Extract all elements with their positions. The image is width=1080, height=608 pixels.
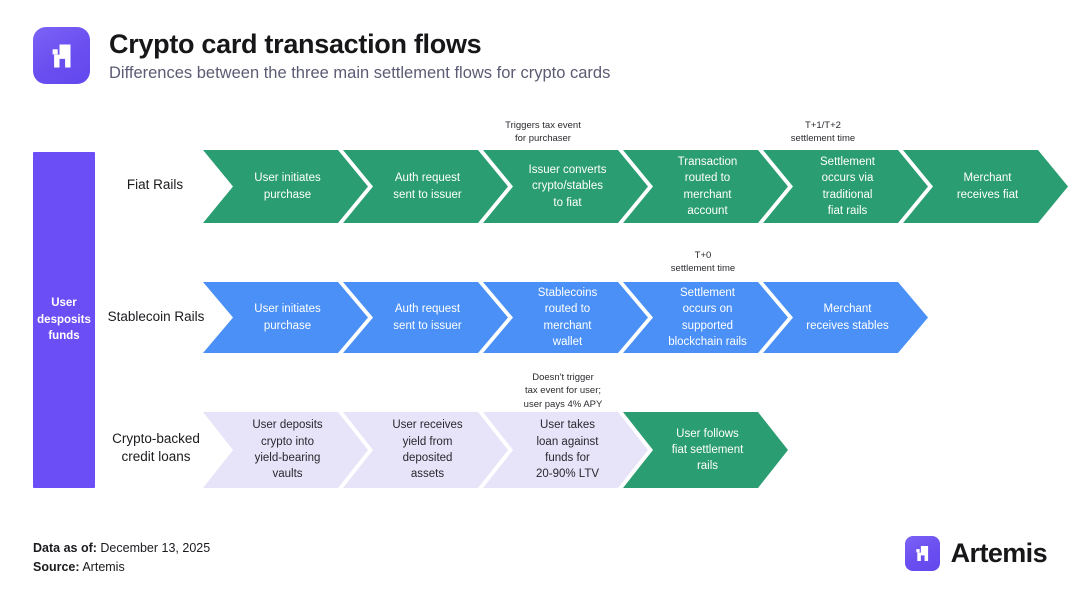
note-doesnt-trigger-tax-event: Doesn't trigger tax event for user; user…: [523, 372, 603, 410]
step-fiat-4[interactable]: Transaction routed to merchant account: [623, 150, 788, 223]
step-loan-2-label: User receives yield from deposited asset…: [392, 419, 463, 481]
step-fiat-6-label: Merchant receives fiat: [956, 172, 1019, 201]
step-stablecoin-3-label: Stablecoins routed to merchant wallet: [537, 286, 598, 348]
step-fiat-3-label: Issuer converts crypto/stables to fiat: [528, 164, 607, 209]
step-stablecoin-1-label: User initiates purchase: [254, 303, 321, 332]
step-fiat-2-label: Auth request sent to issuer: [393, 172, 462, 201]
row-label-fiat-rails: Fiat Rails: [126, 177, 184, 192]
step-loan-4-label: User follows fiat settlement rails: [671, 427, 744, 473]
user-deposits-funds-bar: User desposits funds: [33, 152, 95, 488]
step-stablecoin-1[interactable]: User initiates purchase: [203, 282, 368, 353]
footer-source-value: Artemis: [82, 560, 125, 575]
step-stablecoin-5-label: Merchant receives stables: [806, 303, 889, 332]
step-fiat-5-label: Settlement occurs via traditional fiat r…: [820, 155, 875, 217]
step-loan-2[interactable]: User receives yield from deposited asset…: [343, 412, 508, 488]
note-t1-t2-settlement-time: T+1/T+2 settlement time: [790, 120, 856, 145]
footer-data-as-of-value: December 13, 2025: [100, 541, 211, 555]
artemis-logo-icon: [904, 536, 940, 571]
header-text-block: Crypto card transaction flows Difference…: [109, 27, 610, 84]
page-subtitle: Differences between the three main settl…: [109, 64, 611, 83]
step-loan-4[interactable]: User follows fiat settlement rails: [623, 412, 788, 488]
footer-brand: Artemis: [904, 536, 1048, 571]
footer-source: Source: Artemis: [33, 558, 210, 577]
spine-label: User desposits funds: [37, 296, 91, 343]
note-t0-settlement-time: T+0 settlement time: [670, 250, 736, 275]
step-fiat-4-label: Transaction routed to merchant account: [677, 155, 738, 217]
footer-brand-name: Artemis: [950, 538, 1048, 568]
footer-source-label: Source:: [33, 560, 80, 575]
row-label-stablecoin-rails: Stablecoin Rails: [107, 309, 205, 324]
step-fiat-3[interactable]: Issuer converts crypto/stables to fiat: [483, 150, 648, 223]
page-header: Crypto card transaction flows Difference…: [33, 27, 610, 84]
step-loan-1-label: User deposits crypto into yield-bearing …: [252, 419, 323, 481]
step-stablecoin-3[interactable]: Stablecoins routed to merchant wallet: [483, 282, 648, 353]
step-loan-3-label: User takes loan against funds for 20-90%…: [535, 419, 600, 481]
step-loan-3[interactable]: User takes loan against funds for 20-90%…: [483, 412, 648, 488]
artemis-logo-icon: [33, 27, 90, 84]
step-loan-1[interactable]: User deposits crypto into yield-bearing …: [203, 412, 368, 488]
step-stablecoin-4-label: Settlement occurs on supported blockchai…: [668, 286, 747, 348]
note-triggers-tax-event: Triggers tax event for purchaser: [505, 120, 581, 145]
footer-data-as-of: Data as of: December 13, 2025: [33, 539, 210, 558]
footer-data-as-of-label: Data as of:: [33, 541, 97, 555]
row-label-crypto-backed-credit-loans: Crypto-backed credit loans: [112, 431, 200, 465]
footer-meta: Data as of: December 13, 2025 Source: Ar…: [33, 539, 210, 578]
step-fiat-1-label: User initiates purchase: [254, 172, 321, 201]
page-title: Crypto card transaction flows: [109, 29, 482, 59]
step-fiat-1[interactable]: User initiates purchase: [203, 150, 368, 223]
step-stablecoin-2-label: Auth request sent to issuer: [393, 303, 462, 332]
